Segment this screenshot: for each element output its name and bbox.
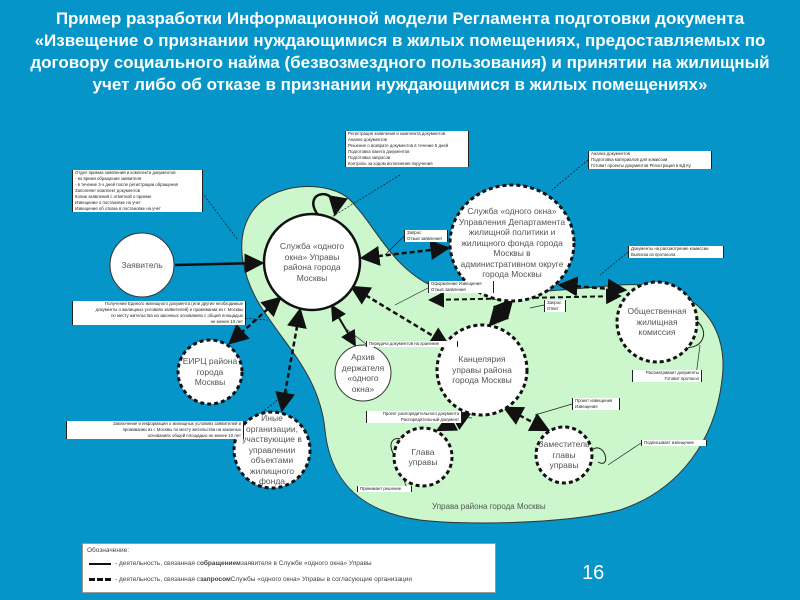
dashed-line-swatch xyxy=(89,578,111,581)
node-one-window: Служба «одного окна» Управы района город… xyxy=(279,241,345,283)
node-other-circle xyxy=(232,410,312,490)
legend-dashed-row: - деятельность, связанная с запросом Слу… xyxy=(89,576,412,583)
callout-other-info: Заключение и информация о жилищных услов… xyxy=(66,421,244,439)
legend-solid-row: - деятельность, связанная с обращением з… xyxy=(89,560,372,567)
node-head-circle xyxy=(392,426,454,488)
conn-onewindow-chancellery xyxy=(349,285,451,347)
node-archive: Архив держателя «одного окна» xyxy=(341,352,385,394)
node-head: Глава управы xyxy=(408,446,438,468)
legend-text: Службы «одного окна» Управы в согласующи… xyxy=(230,576,413,583)
node-applicant: Заявитель xyxy=(121,259,163,270)
legend-text: - деятельность, связанная с xyxy=(115,576,200,583)
node-eirc: ЕИРЦ района города Москвы xyxy=(182,356,238,388)
uprava-area-label: Управа района города Москвы xyxy=(432,502,546,511)
legend-bold: обращением xyxy=(199,560,241,567)
node-archive-circle xyxy=(334,344,392,402)
conn-dept-chancellery xyxy=(488,298,514,327)
legend-bold: запросом xyxy=(199,576,231,583)
node-deputy: Заместитель главы управы xyxy=(538,439,590,471)
legend-text: заявителя в Службе «одного окна» Управы xyxy=(240,560,372,567)
node-commission: Общественная жилищная комиссия xyxy=(627,306,687,338)
node-applicant-circle xyxy=(109,232,175,298)
conn-dept-commission xyxy=(557,276,628,299)
callout-signs: Подписывает извещение xyxy=(641,440,707,446)
page-number: 16 xyxy=(582,562,605,584)
node-chancellery-circle xyxy=(435,323,529,417)
self-loop-deputy xyxy=(591,447,607,464)
solid-line-swatch xyxy=(89,562,111,565)
conn-chancellery-deputy xyxy=(502,406,551,432)
conn-onewindow-dept xyxy=(359,240,451,266)
callout-eirc-doc: Получение Единого жилищного документа (и… xyxy=(72,301,246,325)
node-chancellery: Канцелярия управы района города Москвы xyxy=(452,354,512,386)
legend-title: Обозначение: xyxy=(87,547,130,554)
node-commission-circle xyxy=(615,280,699,364)
node-eirc-circle xyxy=(176,338,244,406)
legend-text: - деятельность, связанная с xyxy=(115,560,200,567)
self-loop-onewindow xyxy=(312,192,348,217)
node-dept-circle xyxy=(448,183,576,303)
callout-registration: Регистрация заявления и комплекта докуме… xyxy=(345,131,469,167)
conn-applicant-onewindow xyxy=(174,253,265,274)
callout-decides: Принимает решение xyxy=(357,486,412,492)
callout-reception: Отдел приема заявлений и комплекта докум… xyxy=(72,170,203,212)
legend: Обозначение: - деятельность, связанная с… xyxy=(82,543,496,593)
node-onewindow-circle xyxy=(262,212,362,312)
slide-title: Пример разработки Информационной модели … xyxy=(30,9,770,94)
node-deputy-circle xyxy=(534,425,594,485)
node-other-orgs: Иные организации, участвующие в управлен… xyxy=(242,413,302,487)
callout-archive-transfer: Передача документов на хранение xyxy=(366,341,458,347)
conn-onewindow-eirc xyxy=(228,296,282,345)
conn-onewindow-other xyxy=(275,307,307,413)
node-department: Служба «одного окна» Управления Департам… xyxy=(458,206,566,280)
